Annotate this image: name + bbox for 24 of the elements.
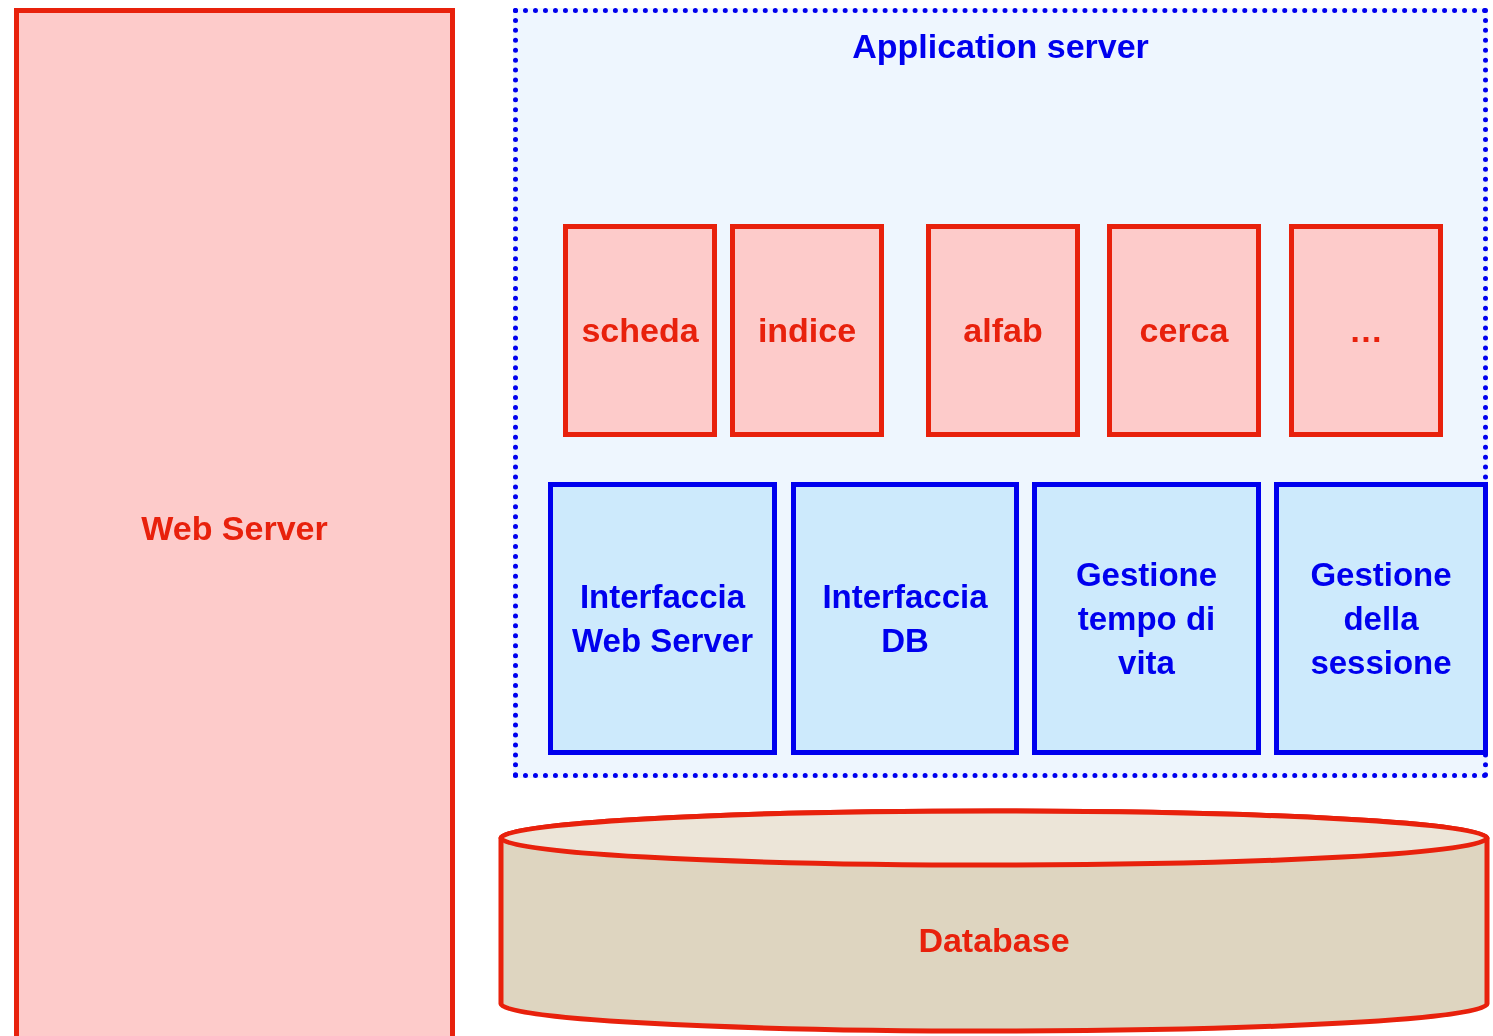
node-label: cerca <box>1139 310 1229 351</box>
node-label: Interfaccia Web Server <box>571 576 754 661</box>
service-box <box>1032 482 1261 755</box>
module-box <box>1289 224 1443 437</box>
service-box <box>791 482 1019 755</box>
node-label: alfab <box>963 310 1043 351</box>
module-box <box>1107 224 1261 437</box>
module-box <box>730 224 884 437</box>
service-box <box>548 482 777 755</box>
node-label: Gestione della sessione <box>1309 554 1453 683</box>
node-label: Gestione tempo di vita <box>1074 554 1219 683</box>
node-label: … <box>1349 310 1383 351</box>
database-cylinder <box>498 808 1490 1034</box>
module-box <box>926 224 1080 437</box>
node-label: Interfaccia DB <box>821 576 989 661</box>
node-label: indice <box>757 310 857 351</box>
module-box <box>563 224 717 437</box>
application-server-container <box>513 8 1488 778</box>
node-label: Application server <box>852 26 1149 67</box>
node-label: scheda <box>581 310 699 351</box>
service-box <box>1274 482 1488 755</box>
node-label: Web Server <box>141 507 328 549</box>
web-server-box <box>14 8 455 1036</box>
node-label: Database <box>918 919 1070 961</box>
